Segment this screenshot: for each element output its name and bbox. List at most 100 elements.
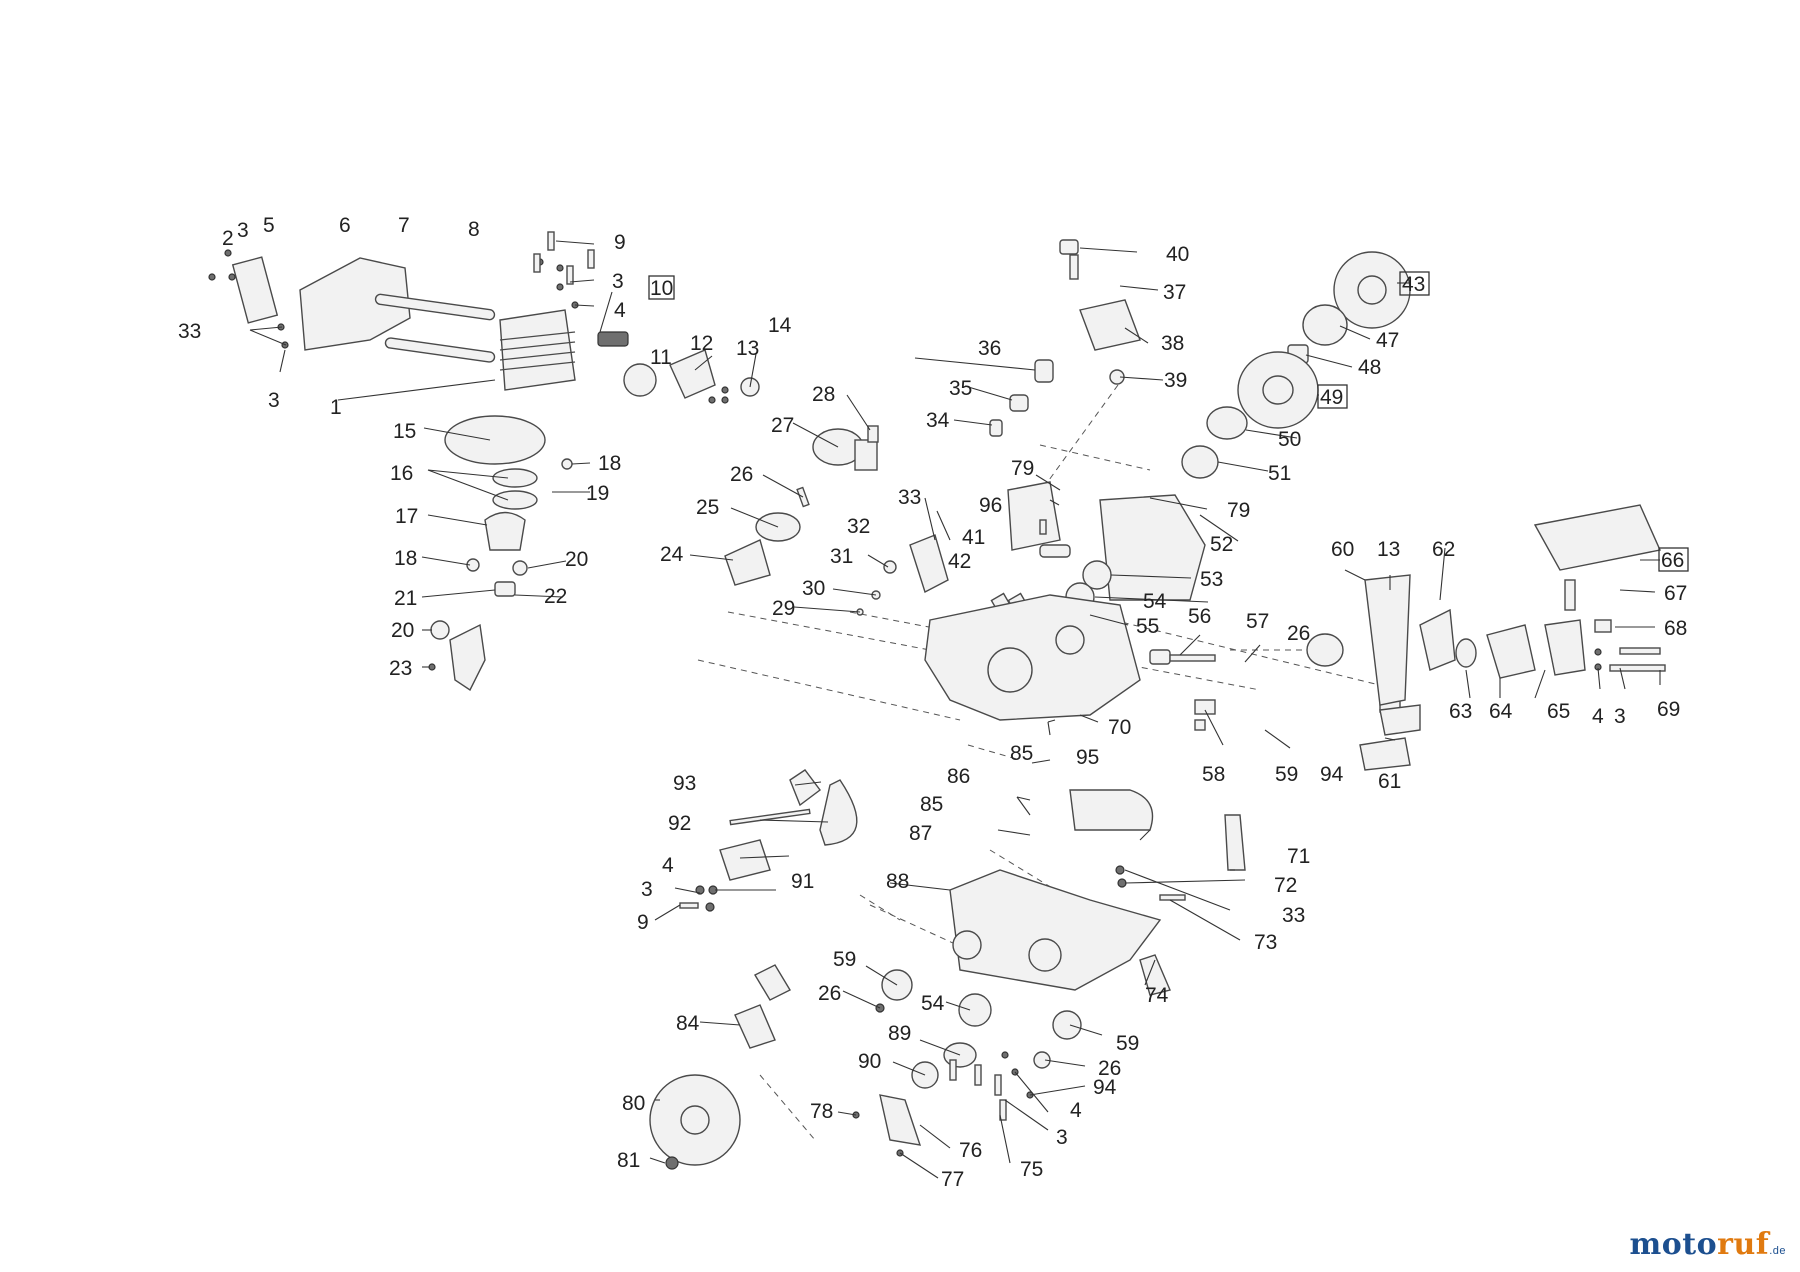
part-label-14: 14 (768, 314, 792, 337)
part-label-26: 26 (1287, 622, 1310, 645)
cylinder-bolt-a (374, 293, 496, 321)
part-label-3: 3 (1614, 705, 1626, 728)
part-label-4: 4 (1070, 1099, 1082, 1122)
part-label-40: 40 (1166, 243, 1189, 266)
part-label-92: 92 (668, 812, 691, 835)
part-label-75: 75 (1020, 1158, 1043, 1181)
part-label-21: 21 (394, 587, 417, 610)
cylinder-bolt-b (384, 337, 496, 363)
part-label-57: 57 (1246, 610, 1269, 633)
part-label-33: 33 (898, 486, 921, 509)
cylinder-gasket (444, 415, 546, 465)
part-label-20: 20 (391, 619, 414, 642)
part-label-79: 79 (1227, 499, 1250, 522)
part-label-26: 26 (1098, 1057, 1121, 1080)
part-label-4: 4 (1592, 705, 1604, 728)
part-label-8: 8 (468, 218, 480, 241)
part-label-55: 55 (1136, 615, 1159, 638)
part-label-47: 47 (1376, 329, 1399, 352)
leader-lines (249, 240, 1661, 1179)
brand-logo: motoruf.de (1630, 1227, 1786, 1262)
part-label-4: 4 (662, 854, 674, 877)
part-label-62: 62 (1432, 538, 1455, 561)
part-label-89: 89 (888, 1022, 911, 1045)
part-label-43: 43 (1402, 273, 1425, 296)
part-label-22: 22 (544, 585, 567, 608)
part-label-79: 79 (1011, 457, 1034, 480)
carburetor-group (1306, 504, 1666, 771)
intake-boot-group (724, 425, 949, 616)
part-label-39: 39 (1164, 369, 1187, 392)
part-label-54: 54 (1143, 590, 1167, 613)
part-label-94: 94 (1093, 1076, 1117, 1099)
part-label-33: 33 (1282, 904, 1305, 927)
part-label-10: 10 (650, 277, 673, 300)
callout-labels: 2 3 5 6 7 8 9 3 4 33 3 1 10 11 12 13 14 … (178, 214, 1689, 1191)
part-label-17: 17 (395, 505, 418, 528)
part-label-64: 64 (1489, 700, 1513, 723)
part-label-69: 69 (1657, 698, 1680, 721)
part-label-27: 27 (771, 414, 794, 437)
part-label-18: 18 (394, 547, 417, 570)
part-label-20: 20 (565, 548, 588, 571)
part-label-29: 29 (772, 597, 795, 620)
part-label-25: 25 (696, 496, 719, 519)
part-label-68: 68 (1664, 617, 1687, 640)
brand-logo-part1: moto (1629, 1227, 1718, 1262)
part-label-38: 38 (1161, 332, 1184, 355)
part-label-74: 74 (1145, 984, 1169, 1007)
part-label-77: 77 (941, 1168, 964, 1191)
part-label-94: 94 (1320, 763, 1344, 786)
part-label-36: 36 (978, 337, 1001, 360)
part-label-86: 86 (947, 765, 970, 788)
part-label-13: 13 (736, 337, 759, 360)
part-label-61: 61 (1378, 770, 1401, 793)
gasket-plate (231, 256, 279, 324)
part-label-54: 54 (921, 992, 945, 1015)
piston-ring-b (492, 490, 538, 510)
part-label-76: 76 (959, 1139, 982, 1162)
hardware-pieces (208, 231, 760, 671)
part-label-95: 95 (1076, 746, 1099, 769)
part-label-58: 58 (1202, 763, 1225, 786)
part-label-66: 66 (1661, 549, 1684, 572)
part-label-59: 59 (1275, 763, 1298, 786)
part-label-4: 4 (614, 299, 626, 322)
spark-plug (597, 331, 629, 347)
part-label-3: 3 (612, 270, 624, 293)
part-label-72: 72 (1274, 874, 1297, 897)
part-label-33: 33 (178, 320, 201, 343)
part-label-88: 88 (886, 870, 909, 893)
part-label-3: 3 (268, 389, 280, 412)
part-label-85: 85 (1010, 742, 1033, 765)
part-label-49: 49 (1320, 386, 1343, 409)
part-label-78: 78 (810, 1100, 833, 1123)
part-label-11: 11 (650, 346, 672, 369)
part-label-24: 24 (660, 543, 684, 566)
part-label-6: 6 (339, 214, 351, 237)
part-label-96: 96 (979, 494, 1002, 517)
cylinder-group (231, 256, 629, 692)
part-label-35: 35 (949, 377, 972, 400)
part-label-15: 15 (393, 420, 416, 443)
part-label-60: 60 (1331, 538, 1354, 561)
part-label-81: 81 (617, 1149, 640, 1172)
part-label-48: 48 (1358, 356, 1381, 379)
part-label-1: 1 (330, 396, 342, 419)
part-label-59: 59 (833, 948, 856, 971)
crankcase-main (924, 594, 1216, 731)
part-label-7: 7 (398, 214, 410, 237)
part-label-12: 12 (690, 332, 713, 355)
part-label-91: 91 (791, 870, 814, 893)
part-label-26: 26 (818, 982, 841, 1005)
part-label-56: 56 (1188, 605, 1211, 628)
part-label-41: 41 (962, 526, 985, 549)
part-label-65: 65 (1547, 700, 1570, 723)
crankshaft (449, 623, 486, 692)
part-label-80: 80 (622, 1092, 645, 1115)
part-label-32: 32 (847, 515, 870, 538)
cylinder-shroud (299, 257, 411, 351)
piston-ring-a (492, 468, 538, 488)
part-label-30: 30 (802, 577, 825, 600)
part-label-70: 70 (1108, 716, 1131, 739)
